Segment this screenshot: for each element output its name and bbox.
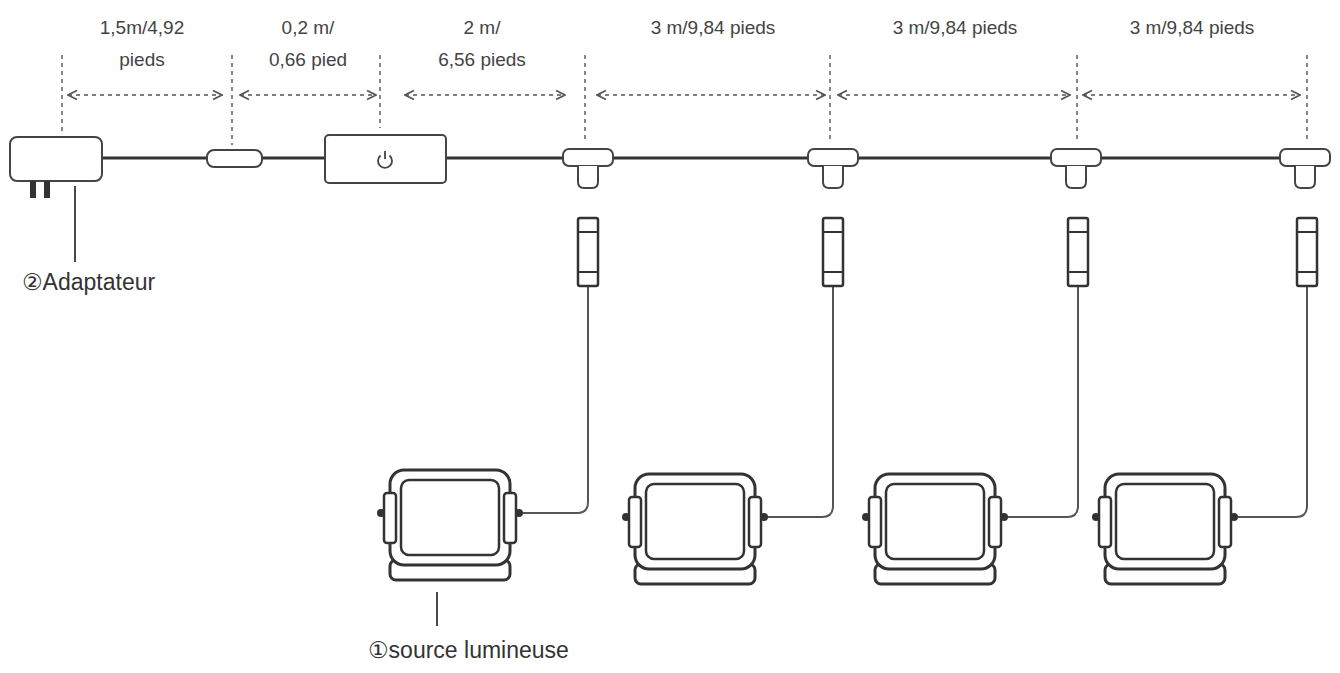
main-cable	[100, 157, 1315, 160]
tee-connector	[808, 149, 858, 188]
tee-connector	[1280, 149, 1330, 188]
callout-label: ②Adaptateur	[22, 266, 155, 298]
plug	[1068, 218, 1088, 286]
leader-line	[74, 186, 76, 262]
dimension-label: 3 m/9,84 pieds	[893, 12, 1018, 44]
plug	[578, 218, 598, 286]
flood-light	[862, 474, 1008, 584]
flood-light	[622, 474, 768, 584]
dimension-label: 3 m/9,84 pieds	[1130, 12, 1255, 44]
flood-light	[377, 470, 523, 580]
flood-light	[1092, 474, 1238, 584]
tee-connector	[563, 149, 613, 188]
plug	[1297, 218, 1317, 286]
dimension-lines	[62, 55, 1307, 145]
plug	[823, 218, 843, 286]
dimension-label: 1,5m/4,92 pieds	[100, 12, 185, 76]
dimension-label: 0,2 m/ 0,66 pied	[269, 12, 347, 76]
adapter	[10, 137, 102, 198]
dimension-label: 3 m/9,84 pieds	[651, 12, 776, 44]
switch-box	[325, 135, 446, 183]
dimension-label: 2 m/ 6,56 pieds	[438, 12, 526, 76]
callout-label: ①source lumineuse	[368, 634, 569, 666]
inline-connector	[207, 150, 262, 167]
leader-line	[436, 592, 438, 626]
tee-connector	[1051, 149, 1101, 188]
